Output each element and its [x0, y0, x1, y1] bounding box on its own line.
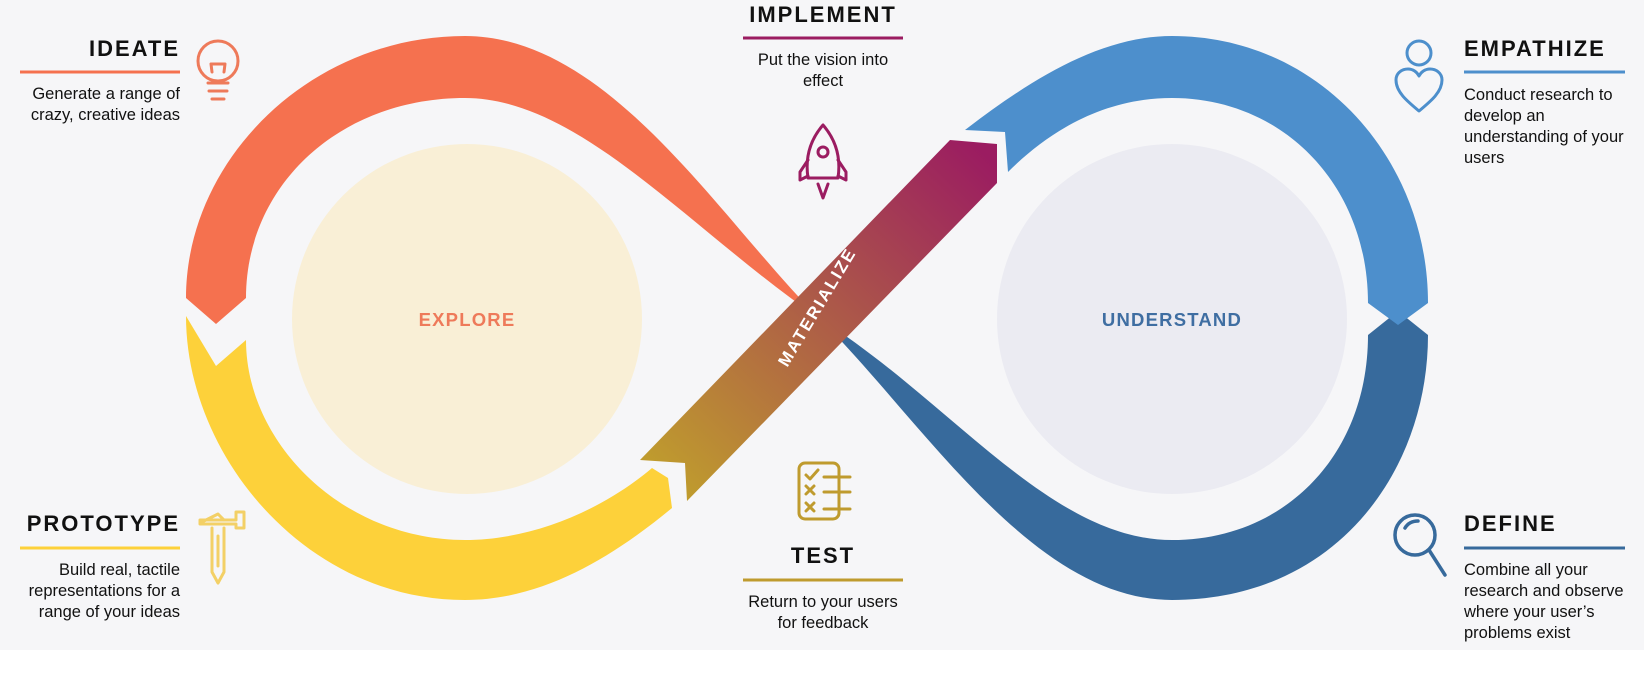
- prototype-description-line: Build real, tactile: [59, 561, 180, 579]
- lightbulb-icon: [196, 39, 240, 101]
- test-title: TEST: [791, 543, 855, 568]
- define-description-line: where your user’s: [1463, 603, 1595, 621]
- define-description-line: problems exist: [1464, 624, 1571, 642]
- empathize-description-line: Conduct research to: [1464, 86, 1613, 104]
- magnifier-icon: [1393, 513, 1447, 577]
- implement-description-line: Put the vision into: [758, 51, 888, 69]
- ideate-description-line: Generate a range of: [32, 85, 180, 103]
- implement-label-group: IMPLEMENT Put the vision into effect: [743, 2, 903, 90]
- hammer-icon: [198, 510, 246, 585]
- implement-description-line: effect: [803, 72, 843, 90]
- empathize-description-line: understanding of your: [1464, 128, 1624, 146]
- empathize-description-line: users: [1464, 149, 1504, 167]
- prototype-description-line: range of your ideas: [39, 603, 180, 621]
- prototype-label-group: PROTOTYPE Build real, tactile representati…: [20, 511, 181, 621]
- define-description-line: Combine all your: [1464, 561, 1588, 579]
- prototype-description-line: representations for a: [29, 582, 181, 600]
- explore-circle: [292, 144, 642, 494]
- define-label-group: DEFINE Combine all your research and obser…: [1463, 511, 1625, 642]
- materialize-band: [640, 140, 997, 501]
- explore-label: EXPLORE: [419, 309, 516, 330]
- test-description-line: for feedback: [778, 614, 870, 632]
- implement-title: IMPLEMENT: [749, 2, 897, 27]
- define-description-line: research and observe: [1464, 582, 1624, 600]
- understand-circle: [997, 144, 1347, 494]
- ideate-segment: [186, 36, 820, 324]
- empathize-segment: [965, 36, 1428, 325]
- ideate-title: IDEATE: [89, 36, 180, 61]
- test-label-group: TEST Return to your users for feedback: [743, 543, 903, 632]
- test-description-line: Return to your users: [748, 593, 897, 611]
- person-heart-icon: [1394, 39, 1444, 113]
- prototype-title: PROTOTYPE: [27, 511, 180, 536]
- understand-label: UNDERSTAND: [1102, 309, 1242, 330]
- define-segment: [820, 311, 1428, 600]
- ideate-description-line: crazy, creative ideas: [31, 106, 180, 124]
- empathize-description-line: develop an: [1464, 107, 1545, 125]
- empathize-label-group: EMPATHIZE Conduct research to develop an un…: [1464, 36, 1625, 167]
- rocket-icon: [798, 123, 848, 200]
- prototype-segment: [186, 316, 672, 600]
- ideate-label-group: IDEATE Generate a range of crazy, creative…: [20, 36, 180, 124]
- checklist-icon: [797, 461, 852, 521]
- define-title: DEFINE: [1464, 511, 1557, 536]
- empathize-title: EMPATHIZE: [1464, 36, 1606, 61]
